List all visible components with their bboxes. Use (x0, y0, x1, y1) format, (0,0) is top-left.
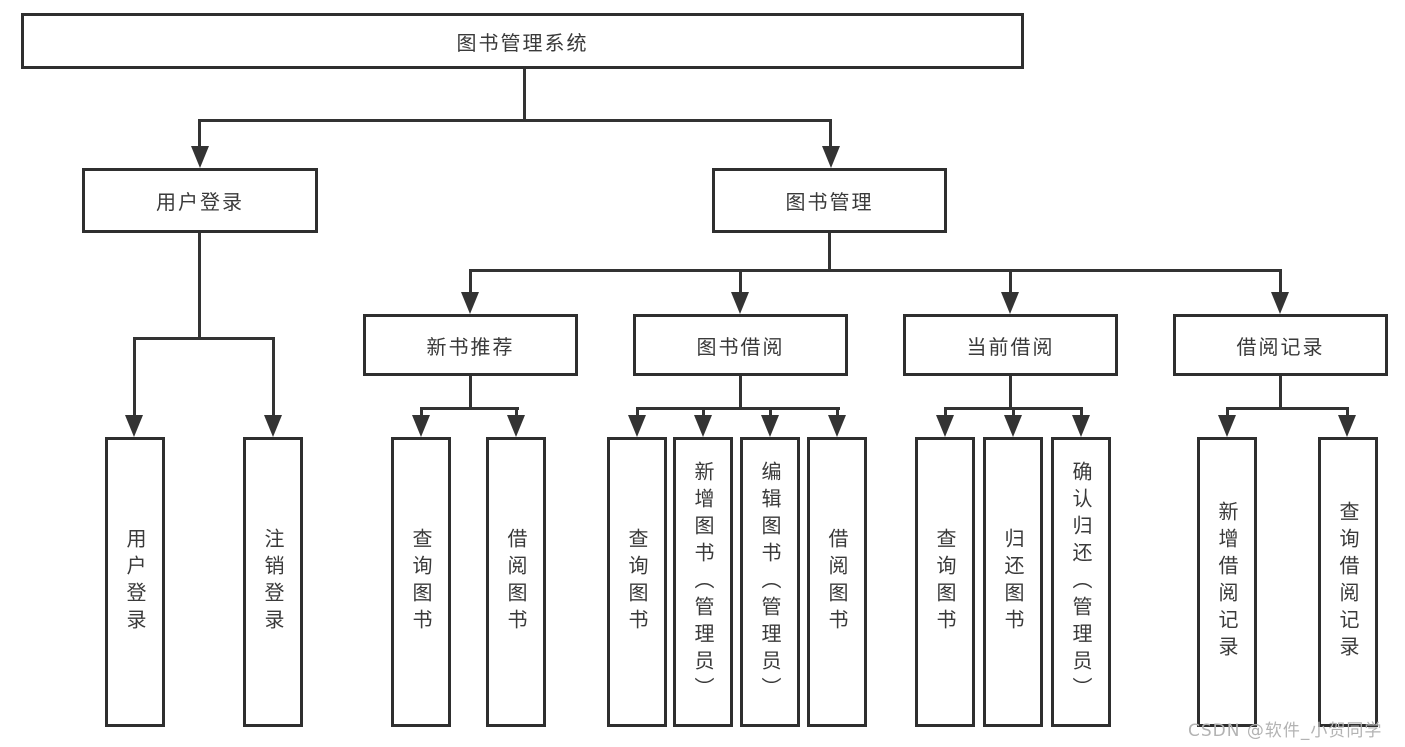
connector-line (469, 376, 472, 409)
node-new-book-recommend-label: 新书推荐 (426, 334, 515, 359)
leaf-add-books-admin: 新增图书（管理员） (673, 437, 733, 727)
arrow-down-icon (1072, 415, 1090, 437)
connector-line (198, 119, 201, 146)
leaf-borrow-books-recommend-label: 借阅图书 (504, 528, 528, 636)
leaf-query-borrow-record: 查询借阅记录 (1318, 437, 1378, 727)
connector-line (944, 407, 947, 417)
connector-line (739, 269, 742, 294)
arrow-down-icon (761, 415, 779, 437)
connector-line (1346, 407, 1349, 417)
connector-line (469, 269, 472, 294)
node-book-management: 图书管理 (712, 168, 947, 233)
connector-line (1226, 407, 1229, 417)
connector-line (1080, 407, 1083, 417)
connector-line (636, 407, 639, 417)
connector-line (198, 119, 832, 122)
arrow-down-icon (412, 415, 430, 437)
node-new-book-recommend: 新书推荐 (363, 314, 578, 376)
connector-line (1226, 407, 1349, 410)
arrow-down-icon (628, 415, 646, 437)
leaf-query-borrow-record-label: 查询借阅记录 (1336, 501, 1360, 663)
connector-line (198, 233, 201, 340)
connector-line (828, 233, 831, 272)
leaf-borrow-books-recommend: 借阅图书 (486, 437, 546, 727)
leaf-return-books: 归还图书 (983, 437, 1043, 727)
node-user-login-label: 用户登录 (156, 190, 244, 214)
connector-line (1009, 269, 1012, 294)
leaf-add-borrow-record: 新增借阅记录 (1197, 437, 1257, 727)
connector-line (1012, 407, 1015, 417)
leaf-query-books-current: 查询图书 (915, 437, 975, 727)
connector-line (469, 269, 1282, 272)
leaf-query-books-recommend: 查询图书 (391, 437, 451, 727)
node-book-borrowing-label: 图书借阅 (696, 334, 785, 359)
node-user-login: 用户登录 (82, 168, 318, 233)
node-borrowing-records-label: 借阅记录 (1236, 334, 1325, 359)
connector-line (272, 337, 275, 417)
leaf-borrow-books-label: 借阅图书 (825, 528, 849, 636)
leaf-query-books-current-label: 查询图书 (933, 528, 957, 636)
node-root-label: 图书管理系统 (456, 30, 589, 55)
arrow-down-icon (1004, 415, 1022, 437)
watermark: CSDN @软件_小贺同学 (1188, 721, 1383, 741)
arrow-down-icon (1271, 292, 1289, 314)
leaf-borrow-books: 借阅图书 (807, 437, 867, 727)
leaf-edit-books-admin: 编辑图书（管理员） (740, 437, 800, 727)
connector-line (420, 407, 423, 417)
leaf-logout: 注销登录 (243, 437, 303, 727)
arrow-down-icon (936, 415, 954, 437)
leaf-query-books-recommend-label: 查询图书 (409, 528, 433, 636)
leaf-user-login: 用户登录 (105, 437, 165, 727)
arrow-down-icon (191, 146, 209, 168)
node-book-management-label: 图书管理 (785, 190, 874, 214)
leaf-query-books-borrowing-label: 查询图书 (625, 528, 649, 636)
connector-line (1009, 376, 1012, 409)
arrow-down-icon (1338, 415, 1356, 437)
leaf-confirm-return-admin-label: 确认归还（管理员） (1069, 460, 1093, 704)
leaf-edit-books-admin-label: 编辑图书（管理员） (758, 460, 782, 704)
connector-line (829, 119, 832, 146)
connector-line (739, 376, 742, 409)
arrow-down-icon (822, 146, 840, 168)
arrow-down-icon (731, 292, 749, 314)
connector-line (636, 407, 840, 410)
leaf-add-borrow-record-label: 新增借阅记录 (1215, 501, 1239, 663)
arrow-down-icon (507, 415, 525, 437)
leaf-confirm-return-admin: 确认归还（管理员） (1051, 437, 1111, 727)
node-borrowing-records: 借阅记录 (1173, 314, 1388, 376)
leaf-user-login-label: 用户登录 (123, 528, 147, 636)
connector-line (702, 407, 705, 417)
connector-line (133, 337, 275, 340)
connector-line (133, 337, 136, 417)
arrow-down-icon (1218, 415, 1236, 437)
connector-line (1279, 376, 1282, 409)
arrow-down-icon (125, 415, 143, 437)
leaf-query-books-borrowing: 查询图书 (607, 437, 667, 727)
connector-line (836, 407, 839, 417)
node-current-borrowing: 当前借阅 (903, 314, 1118, 376)
leaf-add-books-admin-label: 新增图书（管理员） (691, 460, 715, 704)
connector-line (1279, 269, 1282, 294)
connector-line (515, 407, 518, 417)
leaf-return-books-label: 归还图书 (1001, 528, 1025, 636)
arrow-down-icon (1001, 292, 1019, 314)
node-current-borrowing-label: 当前借阅 (966, 334, 1055, 359)
connector-line (523, 69, 526, 122)
connector-line (420, 407, 519, 410)
node-root: 图书管理系统 (21, 13, 1024, 69)
leaf-logout-label: 注销登录 (261, 528, 285, 636)
arrow-down-icon (694, 415, 712, 437)
node-book-borrowing: 图书借阅 (633, 314, 848, 376)
connector-line (769, 407, 772, 417)
arrow-down-icon (461, 292, 479, 314)
arrow-down-icon (828, 415, 846, 437)
arrow-down-icon (264, 415, 282, 437)
